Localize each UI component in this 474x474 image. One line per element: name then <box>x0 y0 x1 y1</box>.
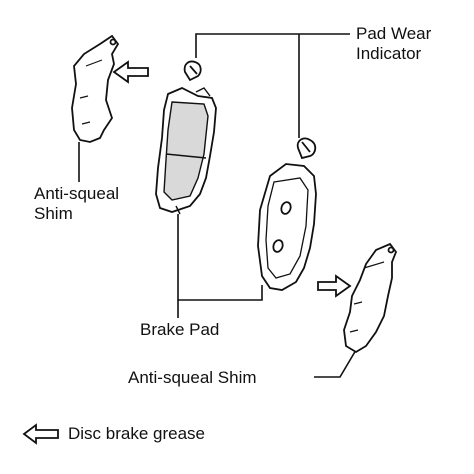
brake-pad-front <box>155 87 217 215</box>
pad-wear-indicator-right <box>296 137 317 160</box>
leader-lines <box>78 33 357 378</box>
brake-pad-label: Brake Pad <box>140 320 220 339</box>
brake-pad-leader <box>177 214 263 301</box>
anti-squeal-shim-bottom <box>343 242 398 354</box>
anti-squeal-shim-top-label: Anti-squeal Shim <box>34 184 119 224</box>
legend-text: Disc brake grease <box>68 424 206 443</box>
pad-wear-line1: Pad Wear <box>356 24 432 43</box>
pad-wear-indicator-label: Pad Wear Indicator <box>356 24 431 64</box>
grease-arrow-top-icon <box>112 60 149 84</box>
pad-wear-line2: Indicator <box>356 44 422 63</box>
anti-squeal-top-line1: Anti-squeal <box>34 184 120 203</box>
anti-squeal-top-line2: Shim <box>34 204 73 223</box>
pad-wear-leader <box>195 33 350 58</box>
grease-arrow-bottom-icon <box>317 274 352 298</box>
anti-squeal-bottom-leader <box>314 349 357 378</box>
legend: Disc brake grease <box>22 423 205 445</box>
anti-squeal-shim-top <box>71 34 120 143</box>
brake-pad-back <box>257 163 317 291</box>
pad-wear-indicator-top <box>183 60 202 82</box>
hollow-arrow-left-icon <box>22 423 59 445</box>
anti-squeal-shim-bottom-label: Anti-squeal Shim <box>128 368 257 387</box>
